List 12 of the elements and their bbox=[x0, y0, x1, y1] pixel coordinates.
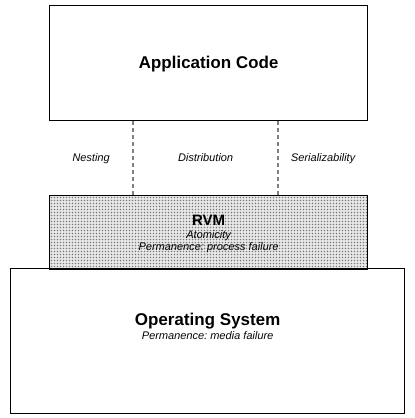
layer-title: RVM bbox=[192, 212, 226, 229]
feature-label: Nesting bbox=[72, 152, 110, 164]
layer-box bbox=[49, 195, 368, 270]
layer-property: Atomicity bbox=[186, 229, 231, 241]
feature-label: Serializability bbox=[290, 152, 356, 164]
feature-label: Distribution bbox=[178, 152, 234, 164]
layer-title: Operating System bbox=[134, 310, 280, 330]
layer-box bbox=[49, 5, 368, 121]
layer-property: Permanence: process failure bbox=[138, 241, 278, 253]
layer-box bbox=[10, 268, 405, 414]
layer-title: Application Code bbox=[138, 53, 278, 73]
layer-property: Permanence: media failure bbox=[142, 330, 274, 342]
